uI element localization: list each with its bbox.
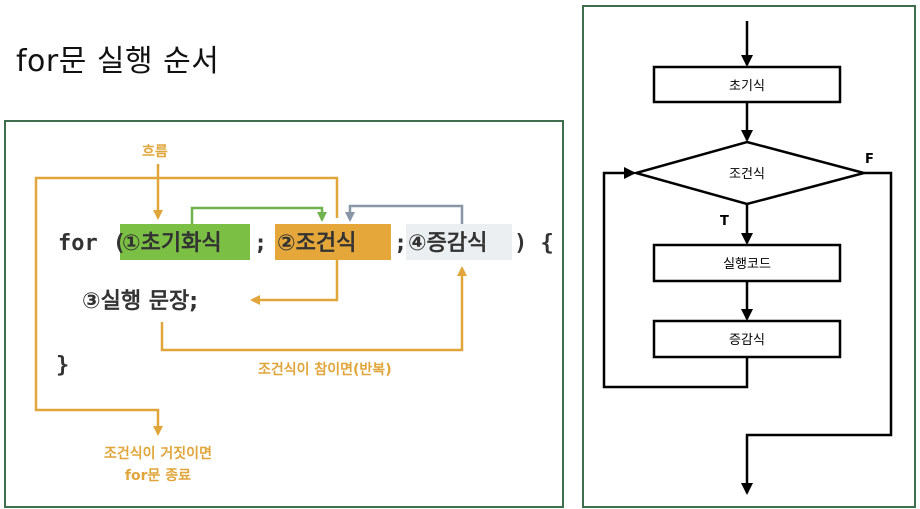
exit-label-line2: for문 종료 — [125, 468, 191, 484]
body-statement: ③실행 문장; — [82, 289, 198, 314]
false-exit-line — [741, 171, 893, 495]
cond-highlight — [275, 224, 391, 260]
semicolon-1: ; — [254, 231, 267, 256]
init-highlight — [120, 224, 250, 260]
init-expression: ①초기화식 — [122, 231, 222, 256]
flowchart-panel: 초기식 조건식 T 실행코드 증감식 F — [582, 5, 916, 508]
incr-box-label: 증감식 — [729, 333, 765, 348]
code-line-1: for ( — [58, 231, 126, 256]
body-box-label: 실행코드 — [723, 256, 771, 272]
init-box — [652, 65, 842, 104]
init-box-label: 초기식 — [729, 79, 765, 94]
incr-highlight — [406, 224, 512, 260]
code-flow-panel: 흐름 for ( ①초기화식 ; ②조건식 ; ④증감식 ) { ③실행 문장;… — [4, 120, 564, 508]
closing-brace: } — [56, 353, 69, 378]
true-label: T — [720, 214, 729, 229]
code-flow-diagram: 흐름 for ( ①초기화식 ; ②조건식 ; ④증감식 ) { ③실행 문장;… — [34, 144, 554, 484]
flow-label: 흐름 — [142, 144, 168, 160]
exit-path — [34, 176, 339, 436]
page-title: for문 실행 순서 — [16, 44, 220, 79]
init-to-cond-arrow — [190, 206, 327, 224]
incr-expression: ④증감식 — [408, 231, 487, 256]
for-keyword: for — [58, 231, 98, 256]
repeat-label: 조건식이 참이면(반복) — [258, 361, 392, 378]
cond-diamond-label: 조건식 — [729, 167, 765, 182]
cond-expression: ②조건식 — [277, 231, 356, 256]
body-to-incr-arrow — [160, 266, 467, 352]
loop-back-line — [602, 167, 749, 389]
open-paren: ( — [113, 231, 126, 256]
close-paren-brace: ) { — [514, 231, 554, 256]
flowchart-diagram: 초기식 조건식 T 실행코드 증감식 F — [602, 21, 893, 495]
exit-label-line1: 조건식이 거짓이면 — [104, 445, 212, 462]
cond-to-body-arrow — [250, 260, 339, 305]
incr-to-cond-arrow — [345, 204, 464, 224]
semicolon-2: ; — [394, 231, 407, 256]
incr-box — [652, 319, 842, 359]
false-label: F — [865, 152, 874, 167]
